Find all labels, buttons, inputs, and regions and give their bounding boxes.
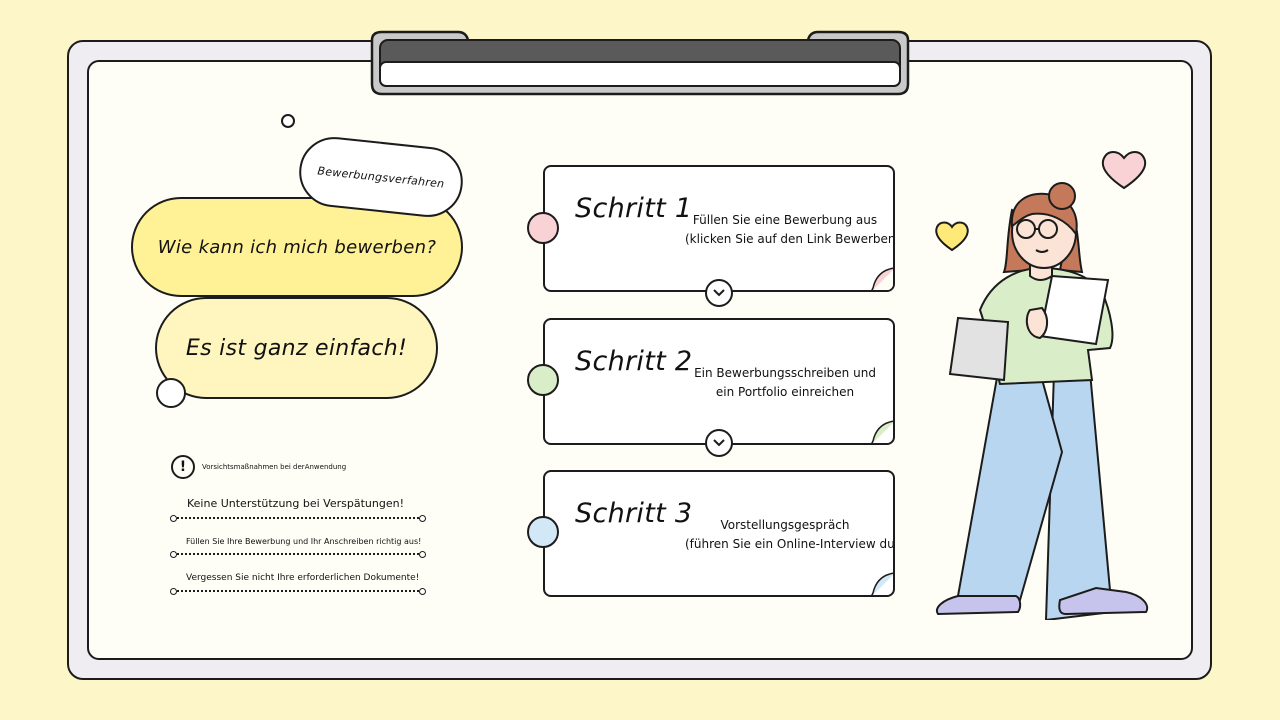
question-text: Wie kann ich mich bewerben? [157, 236, 437, 258]
step-description: Vorstellungsgespräch (führen Sie ein Onl… [685, 516, 895, 554]
precaution-item-text: Füllen Sie Ihre Bewerbung und Ihr Anschr… [186, 537, 422, 546]
dotted-divider [170, 515, 426, 522]
step-description-line: (führen Sie ein Online-Interview durch) [685, 537, 895, 551]
heart-icon [935, 221, 969, 252]
answer-text: Es ist ganz einfach! [185, 335, 408, 361]
step-description: Ein Bewerbungsschreiben und ein Portfoli… [685, 364, 885, 402]
step-title: Schritt 3 [575, 498, 693, 529]
process-tag-text: Bewerbungsverfahren [316, 163, 446, 191]
dotted-divider [170, 588, 426, 595]
step-card-2: Schritt 2 Ein Bewerbungsschreiben und ei… [543, 318, 895, 445]
step-title: Schritt 1 [575, 193, 693, 224]
step-description-line: Ein Bewerbungsschreiben und [694, 366, 876, 380]
step-dot-2 [527, 364, 559, 396]
precautions-title: Vorsichtsmaßnahmen bei derAnwendung [202, 463, 347, 471]
folded-corner [871, 267, 893, 290]
step-dot-3 [527, 516, 559, 548]
answer-bubble: Es ist ganz einfach! [155, 297, 438, 399]
step-card-3: Schritt 3 Vorstellungsgespräch (führen S… [543, 470, 895, 597]
woman-with-documents-illustration [935, 151, 1149, 620]
decor-dot [281, 114, 295, 128]
step-description: Füllen Sie eine Bewerbung aus (klicken S… [685, 211, 895, 249]
chevron-down-icon [705, 279, 733, 307]
clipboard-clip-icon [370, 30, 910, 96]
step-card-1: Schritt 1 Füllen Sie eine Bewerbung aus … [543, 165, 895, 292]
bubble-tail-dot [156, 378, 186, 408]
dotted-divider [170, 551, 426, 558]
step-dot-1 [527, 212, 559, 244]
chevron-down-icon [705, 429, 733, 457]
step-description-line: Füllen Sie eine Bewerbung aus [692, 213, 878, 227]
folded-corner [871, 420, 893, 443]
exclamation-icon: ! [171, 455, 195, 479]
step-description-line: Vorstellungsgespräch [720, 518, 850, 532]
heart-icon [1101, 151, 1147, 190]
step-title: Schritt 2 [575, 346, 693, 377]
step-description-line: ein Portfolio einreichen [715, 385, 855, 399]
precaution-item-text: Keine Unterstützung bei Verspätungen! [187, 497, 404, 510]
folded-corner [871, 572, 893, 595]
precaution-item-text: Vergessen Sie nicht Ihre erforderlichen … [186, 573, 420, 583]
step-description-line: (klicken Sie auf den Link Bewerben) [685, 232, 895, 246]
